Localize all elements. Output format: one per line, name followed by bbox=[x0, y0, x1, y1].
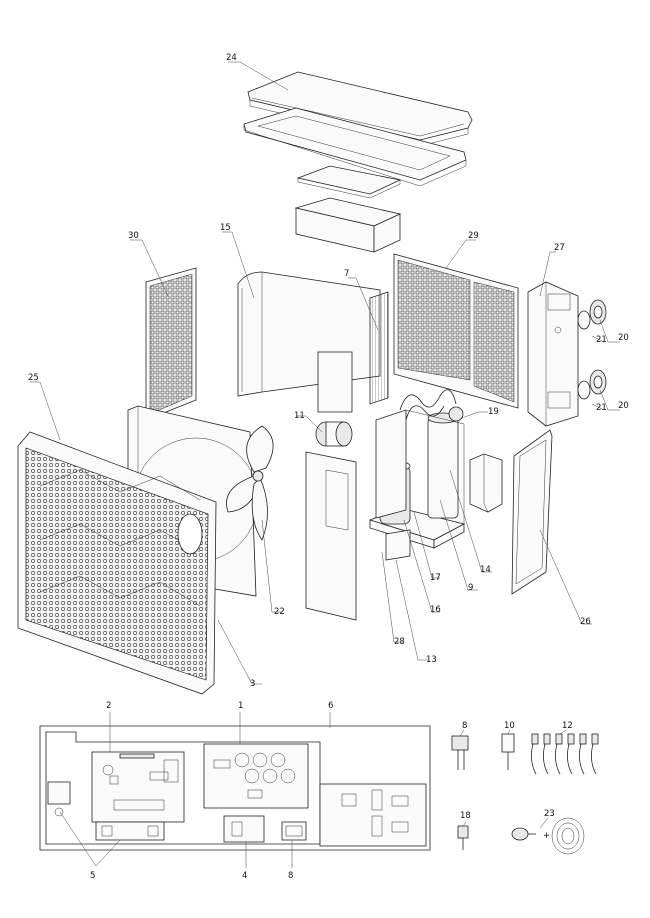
transformer bbox=[281, 821, 307, 841]
inner-cover-plate bbox=[296, 165, 402, 199]
power-board bbox=[203, 743, 309, 809]
capacitor bbox=[47, 781, 71, 817]
callout-labels: 24 30 15 29 27 7 20 21 20 21 25 19 11 14… bbox=[28, 53, 629, 881]
service-panel bbox=[511, 429, 553, 595]
pressure-switch bbox=[451, 735, 469, 770]
callout-26: 26 bbox=[580, 617, 591, 627]
top-frame bbox=[243, 107, 467, 187]
callout-3: 3 bbox=[250, 679, 255, 689]
callout-30: 30 bbox=[128, 231, 139, 241]
callout-1: 1 bbox=[238, 701, 243, 711]
fan-motor bbox=[315, 421, 353, 447]
flow-switch bbox=[457, 825, 469, 850]
water-fitting-upper bbox=[577, 299, 607, 330]
plus-sign: + bbox=[543, 831, 550, 841]
relay bbox=[223, 815, 265, 843]
display-panel bbox=[319, 783, 427, 847]
electrical-box-tray bbox=[294, 197, 402, 253]
top-cover bbox=[247, 71, 473, 147]
electrical-box bbox=[39, 725, 431, 851]
callout-6: 6 bbox=[328, 701, 333, 711]
callout-11: 11 bbox=[294, 411, 305, 421]
front-grille bbox=[17, 431, 217, 695]
callout-4: 4 bbox=[242, 871, 247, 881]
water-connection-panel bbox=[527, 281, 579, 427]
junction-box bbox=[469, 453, 503, 513]
callout-9: 9 bbox=[468, 583, 473, 593]
callout-15: 15 bbox=[220, 223, 231, 233]
temperature-sensors bbox=[531, 733, 599, 775]
back-grille bbox=[393, 253, 519, 409]
callout-20-lower: 20 bbox=[618, 401, 629, 411]
callout-20-upper: 20 bbox=[618, 333, 629, 343]
cable-loom bbox=[511, 817, 585, 855]
main-control-board bbox=[91, 751, 185, 823]
side-panel bbox=[237, 271, 381, 397]
fan-blade bbox=[226, 425, 274, 541]
callout-14: 14 bbox=[480, 565, 491, 575]
callout-21-lower: 21 bbox=[596, 403, 607, 413]
callout-5: 5 bbox=[90, 871, 95, 881]
callout-18: 18 bbox=[460, 811, 471, 821]
callout-8-top: 8 bbox=[462, 721, 467, 731]
callout-27: 27 bbox=[554, 243, 565, 253]
leader-lines bbox=[30, 61, 620, 868]
evaporator-coil bbox=[369, 291, 389, 405]
callout-24: 24 bbox=[226, 53, 237, 63]
motor-bracket bbox=[305, 351, 357, 621]
callout-28: 28 bbox=[394, 637, 405, 647]
water-fitting-lower bbox=[577, 369, 607, 400]
callout-25: 25 bbox=[28, 373, 39, 383]
piping-assembly bbox=[399, 389, 464, 422]
callout-13: 13 bbox=[426, 655, 437, 665]
callout-7: 7 bbox=[344, 269, 349, 279]
callout-19: 19 bbox=[488, 407, 499, 417]
callout-2: 2 bbox=[106, 701, 111, 711]
chassis-frame bbox=[375, 409, 465, 524]
callout-17: 17 bbox=[430, 573, 441, 583]
callout-22: 22 bbox=[274, 607, 285, 617]
terminal-strip bbox=[95, 821, 165, 841]
callout-12: 12 bbox=[562, 721, 573, 731]
callout-10: 10 bbox=[504, 721, 515, 731]
callout-8-bottom: 8 bbox=[288, 871, 293, 881]
callout-23: 23 bbox=[544, 809, 555, 819]
heat-exchanger bbox=[427, 412, 459, 519]
valve-component bbox=[501, 733, 515, 770]
callout-21-upper: 21 bbox=[596, 335, 607, 345]
callout-16: 16 bbox=[430, 605, 441, 615]
callout-29: 29 bbox=[468, 231, 479, 241]
left-side-grille bbox=[145, 267, 197, 421]
